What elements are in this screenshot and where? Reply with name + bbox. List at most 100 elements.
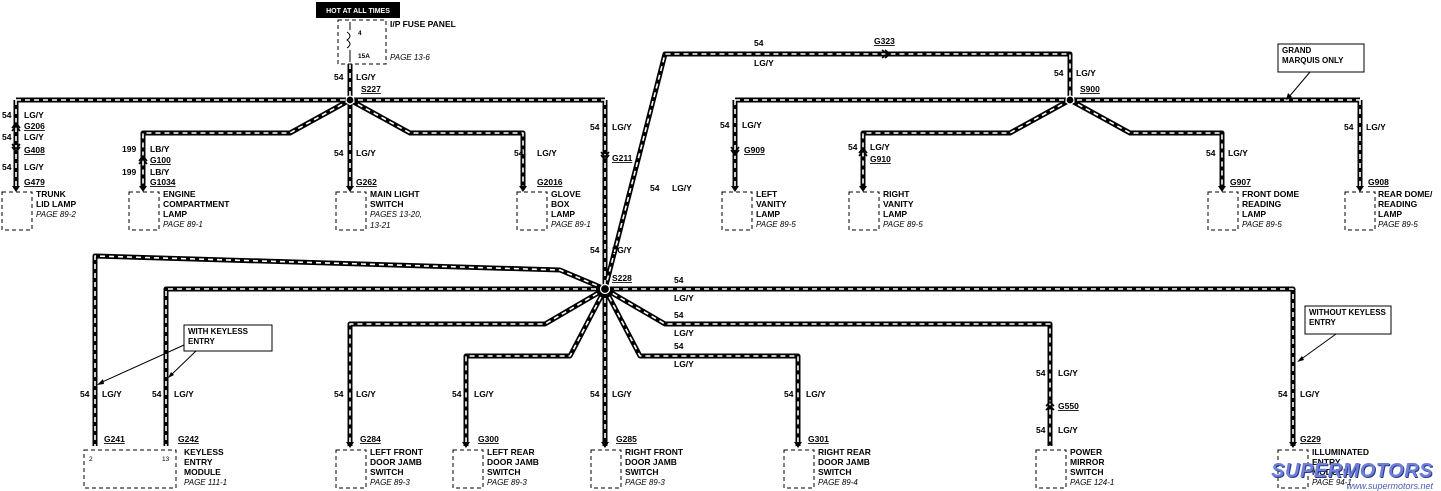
engine-lamp-page: PAGE 89-1: [163, 220, 203, 229]
arrow-icon: [859, 186, 867, 192]
front-dome-box: [1207, 191, 1239, 231]
rear-dome-page: PAGE 89-5: [1378, 220, 1418, 229]
rr-door-page: PAGE 89-4: [818, 478, 858, 487]
keyless-pin-left: 2: [89, 456, 93, 463]
fuse-title: I/P FUSE PANEL: [390, 19, 456, 29]
rf-door-box: [590, 449, 622, 489]
arrow-icon: [1289, 442, 1297, 448]
trunk-lamp-label: TRUNK LID LAMP PAGE 89-2: [36, 189, 76, 219]
splice-s228-dot: [599, 283, 611, 295]
hot-label-box: [316, 2, 400, 18]
wire-circuit: 54: [334, 148, 344, 158]
main-switch-name: MAIN LIGHT SWITCH: [370, 189, 420, 209]
connector-g100-icon: [138, 154, 148, 165]
rr-door-box: [783, 449, 815, 489]
keyless-module-box: [83, 449, 177, 489]
front-dome-name: FRONT DOME READING LAMP: [1242, 189, 1300, 219]
connector-symbols: [11, 49, 1055, 411]
callout-grand-marquis-text: GRAND MARQUIS ONLY: [1282, 46, 1344, 65]
main-switch-label: MAIN LIGHT SWITCH PAGES 13-20, 13-21: [370, 189, 422, 230]
connector-g550-icon: [1045, 400, 1055, 411]
wire-circuit-alt: 199: [122, 144, 136, 154]
fuse-page: PAGE 13-6: [390, 53, 430, 62]
main-switch-box: [335, 191, 367, 231]
arrow-icon: [519, 186, 527, 192]
connector-g206: G206: [24, 121, 45, 131]
connector-g908: G908: [1368, 177, 1389, 187]
arrow-icon: [139, 186, 147, 192]
connector-g910: G910: [870, 154, 891, 164]
wire-circuit-alt: 199: [122, 167, 136, 177]
connector-g241: G241: [104, 434, 125, 444]
wire-color: LG/Y: [674, 328, 694, 338]
wire-circuit: 54: [1036, 425, 1046, 435]
connector-g323-icon: [881, 49, 892, 59]
rf-door-name: RIGHT FRONT DOOR JAMB SWITCH: [625, 447, 684, 477]
wire-circuit: 54: [754, 38, 764, 48]
ground-labels: G206 G408 G479 G100 G1034 G262 G2016 G21…: [24, 36, 1389, 444]
wire-color: LG/Y: [356, 72, 376, 82]
lr-door-page: PAGE 89-3: [487, 478, 527, 487]
connector-g907: G907: [1230, 177, 1251, 187]
connector-g550: G550: [1058, 401, 1079, 411]
wire-color: LG/Y: [870, 142, 890, 152]
wire-circuit: 54: [1054, 68, 1064, 78]
wire-circuit: 54: [1344, 122, 1354, 132]
trunk-lamp-page: PAGE 89-2: [36, 210, 76, 219]
fuse-box: [337, 19, 387, 65]
lr-door-name: LEFT REAR DOOR JAMB SWITCH: [487, 447, 539, 477]
main-switch-page: PAGES 13-20, 13-21: [370, 210, 422, 230]
connector-g909: G909: [744, 145, 765, 155]
rf-door-page: PAGE 89-3: [625, 478, 665, 487]
wire-circuit: 54: [674, 341, 684, 351]
components: 2 13: [1, 191, 1376, 489]
wire-circuit: 54: [784, 389, 794, 399]
wire-color: LG/Y: [754, 58, 774, 68]
wire-circuit: 54: [848, 142, 858, 152]
callout-leader: [1299, 333, 1337, 361]
callout-leader: [169, 350, 197, 377]
rear-dome-label: REAR DOME/ READING LAMP PAGE 89-5: [1378, 189, 1432, 229]
connector-g1034: G1034: [150, 177, 176, 187]
connector-g300: G300: [478, 434, 499, 444]
arrow-icon: [1218, 186, 1226, 192]
right-vanity-name: RIGHT VANITY LAMP: [883, 189, 914, 219]
wire-circuit: 54: [674, 275, 684, 285]
mirror-switch-name: POWER MIRROR SWITCH: [1070, 447, 1105, 477]
lf-door-page: PAGE 89-3: [370, 478, 410, 487]
wire-color: LG/Y: [612, 122, 632, 132]
wire-color: LG/Y: [612, 245, 632, 255]
glove-lamp-label: GLOVE BOX LAMP PAGE 89-1: [551, 189, 591, 229]
wire-color: LG/Y: [174, 389, 194, 399]
keyless-label: KEYLESS ENTRY MODULE PAGE 111-1: [184, 447, 227, 487]
wire-circuit: 54: [590, 389, 600, 399]
connector-g242: G242: [178, 434, 199, 444]
callout-without-keyless-box: [1304, 305, 1392, 335]
wire-circuit: 54: [80, 389, 90, 399]
arrow-icon: [97, 379, 104, 385]
splice-s228: S228: [612, 273, 632, 283]
connector-g408: G408: [24, 145, 45, 155]
watermark-url: www.supermotors.net: [1346, 481, 1433, 491]
wire-color-alt: LB/Y: [150, 144, 170, 154]
connector-g229: G229: [1300, 434, 1321, 444]
connector-g323: G323: [874, 36, 895, 46]
wire-color: LG/Y: [674, 359, 694, 369]
wire-color: LG/Y: [537, 148, 557, 158]
right-vanity-box: [848, 191, 880, 231]
wire-circuit: 54: [674, 310, 684, 320]
mirror-switch-box: [1035, 449, 1067, 489]
illum-module-name: ILLUMINATED ENTRY MODULE: [1312, 447, 1369, 477]
right-vanity-page: PAGE 89-5: [883, 220, 923, 229]
watermark: SUPERMOTORS www.supermotors.net: [1271, 461, 1433, 491]
right-vanity-label: RIGHT VANITY LAMP PAGE 89-5: [883, 189, 923, 229]
callout-without-keyless-text: WITHOUT KEYLESS ENTRY: [1309, 308, 1386, 327]
callout-without-keyless: WITHOUT KEYLESS ENTRY: [1309, 308, 1386, 327]
wire-color: LG/Y: [1076, 68, 1096, 78]
mirror-switch-page: PAGE 124-1: [1070, 478, 1115, 487]
wire-color-alt: LB/Y: [150, 167, 170, 177]
connector-g909-icon: [730, 146, 740, 157]
watermark-logo: SUPERMOTORS: [1271, 460, 1433, 482]
wire-circuit: 54: [650, 183, 660, 193]
arrow-icon: [346, 186, 354, 192]
